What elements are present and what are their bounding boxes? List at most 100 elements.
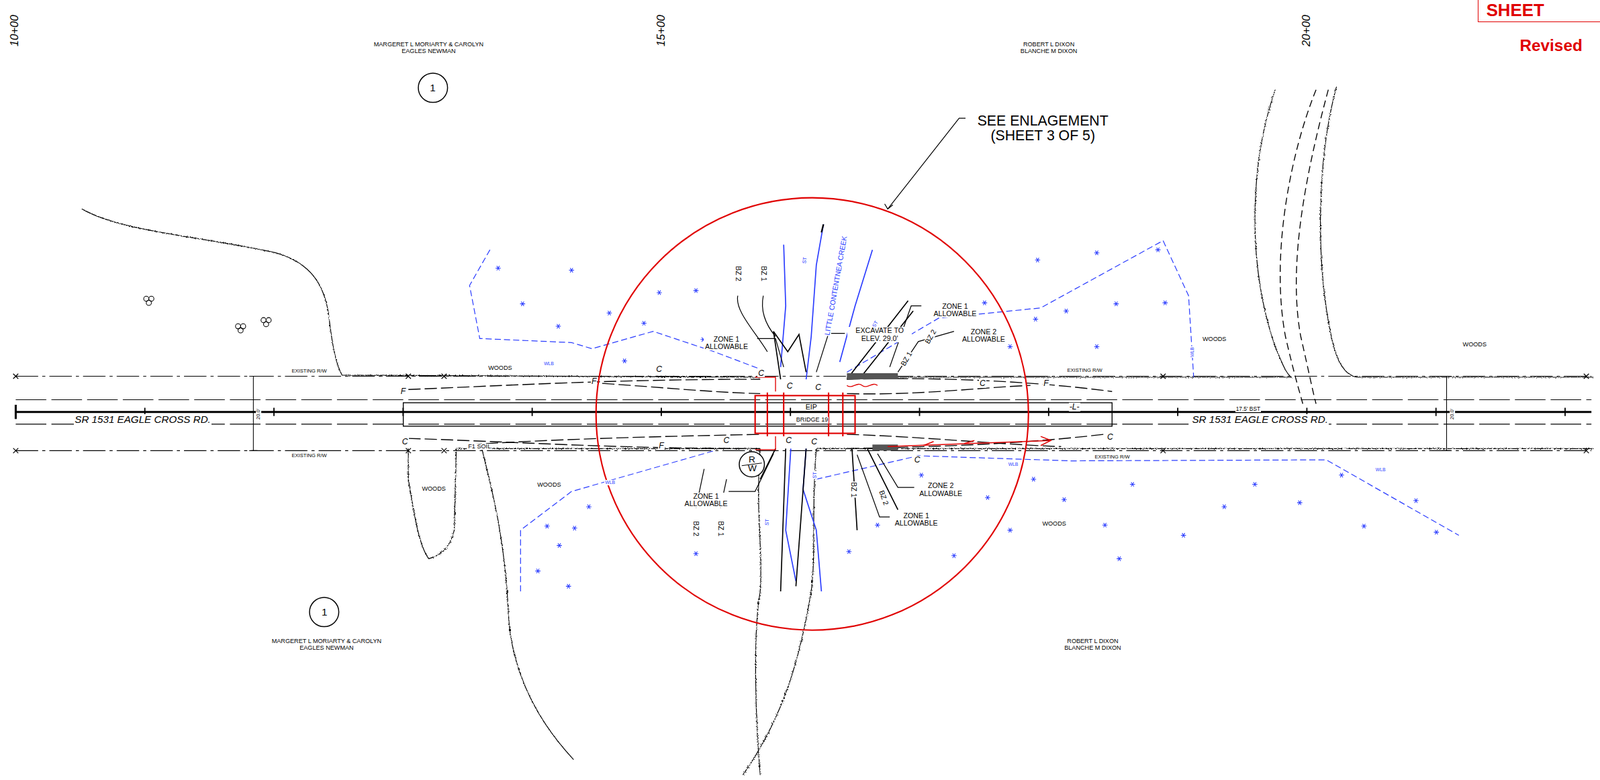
wetland-boundary-part	[469, 249, 761, 370]
buffer-line-part	[773, 331, 807, 380]
wetland-symbol	[495, 247, 1439, 589]
rotated-label: BZ 1	[759, 265, 767, 282]
erosion-arrow-part	[1040, 436, 1051, 446]
leader-line-part	[877, 453, 915, 488]
wetland-symbol-part	[1007, 528, 1014, 534]
erosion-arrow-part	[923, 440, 975, 446]
wetland-symbol-part	[951, 553, 957, 558]
right-of-way-marker-part	[1583, 373, 1590, 380]
wetland-symbol-part	[1252, 482, 1258, 487]
slope-stake-line-part	[408, 438, 761, 449]
right-of-way-marker-part	[13, 373, 19, 380]
slope-stake-line	[408, 378, 1112, 449]
map-label: ZONE 1 ALLOWABLE	[703, 335, 750, 351]
wetland-symbol-part	[1113, 301, 1120, 307]
map-label: MARGERET L MORIARTY & CAROLYN EAGLES NEW…	[370, 41, 487, 55]
rotated-label: BZ 1	[717, 520, 725, 537]
woods-line-part	[846, 376, 1292, 378]
woods-line-part	[816, 448, 1594, 450]
wetland-symbol-part	[1102, 523, 1108, 528]
wetland-symbol-part	[918, 472, 924, 478]
map-label: EIP	[805, 403, 818, 411]
map-label: WOODS	[1201, 336, 1227, 344]
wetland-symbol-part	[1094, 344, 1100, 350]
wetland-symbol-part	[1181, 533, 1187, 538]
map-label: F	[1042, 379, 1049, 389]
woods-line-part	[1254, 89, 1292, 378]
rotated-label: WLB	[1189, 346, 1194, 358]
map-label: MARGERET L MORIARTY & CAROLYN EAGLES NEW…	[268, 638, 385, 652]
woods-line-part	[81, 208, 761, 378]
map-label: WOODS	[420, 486, 446, 493]
leader-line-part	[887, 118, 970, 209]
woods-line-part	[1320, 86, 1594, 378]
wetland-symbol-part	[1061, 497, 1067, 503]
woods-line-part	[755, 448, 761, 775]
rotated-label: BZ 1	[899, 350, 914, 369]
wetland-symbol-part	[1221, 504, 1228, 510]
map-label: C	[814, 383, 822, 393]
node-text: SHEET	[1486, 2, 1545, 20]
wetland-symbol-part	[846, 549, 853, 554]
slope-stake-line-part	[469, 434, 761, 445]
wetland-symbol-part	[656, 290, 663, 296]
map-label: C	[723, 436, 731, 446]
rotated-label: BZ 2	[923, 327, 938, 346]
wetland-symbol-part	[586, 504, 592, 510]
bridge	[755, 377, 878, 450]
wetland-symbol-part	[1434, 530, 1440, 536]
woods-line	[81, 86, 1594, 775]
map-label: SEE ENLAGEMENT (SHEET 3 OF 5)	[965, 113, 1120, 144]
map-label: ZONE 2 ALLOWABLE	[960, 328, 1008, 344]
circle-outline	[739, 451, 765, 478]
buffer-line-part	[760, 448, 898, 592]
wetland-symbol-part	[535, 568, 541, 574]
wetland-symbol-part	[1094, 250, 1100, 256]
map-label: ROBERT L DIXON BLANCHE M DIXON	[1052, 638, 1134, 652]
right-of-way-symbol: R W	[738, 451, 766, 479]
wetland-boundary	[469, 240, 1459, 592]
dirt-path	[1280, 89, 1329, 405]
rotated-label: 10+00	[8, 14, 21, 47]
map-label: EXISTING R/W	[1094, 454, 1131, 460]
wetland-boundary-part	[520, 450, 715, 592]
wetland-symbol-part	[1155, 247, 1161, 253]
right-of-way-marker-part	[1160, 373, 1166, 380]
map-label: WLB	[1007, 461, 1020, 467]
map-label: Revised	[1519, 36, 1584, 55]
woods-line-part	[456, 448, 575, 760]
buffer-line-part	[821, 224, 824, 233]
tree-symbol-part	[238, 327, 244, 334]
leader-line-part	[884, 204, 893, 210]
node-text: 1	[321, 606, 327, 618]
tree-symbol-part	[146, 300, 152, 306]
map-label: C	[757, 369, 765, 379]
wetland-symbol-part	[641, 320, 647, 326]
leader-line-part	[757, 338, 784, 368]
wetland-symbol-part	[555, 324, 562, 329]
buffer-line	[760, 224, 914, 592]
map-label: 17.5' BST	[1235, 406, 1261, 413]
slope-stake-line-part	[602, 383, 761, 394]
map-label: EXCAVATE TO ELEV. 29.0'	[847, 326, 912, 342]
wetland-symbol-part	[984, 495, 991, 501]
wetland-symbol-part	[1063, 308, 1069, 314]
rotated-label: 20+00	[1299, 14, 1312, 47]
road	[15, 375, 1592, 451]
tree-symbol	[143, 296, 272, 334]
right-of-way-marker-part	[13, 448, 19, 454]
rotated-label: ST	[812, 471, 819, 480]
map-label: -L-	[1068, 402, 1081, 412]
right-of-way-line	[15, 375, 1592, 451]
map-label: C	[913, 455, 922, 465]
wetland-symbol-part	[606, 310, 613, 316]
map-label: WLB	[604, 480, 616, 485]
right-of-way-marker-part	[1160, 448, 1166, 454]
map-label: ZONE 1 ALLOWABLE	[892, 512, 940, 528]
wetland-symbol-part	[1162, 300, 1168, 306]
stream-part	[806, 224, 824, 380]
wetland-symbol-part	[693, 551, 699, 556]
